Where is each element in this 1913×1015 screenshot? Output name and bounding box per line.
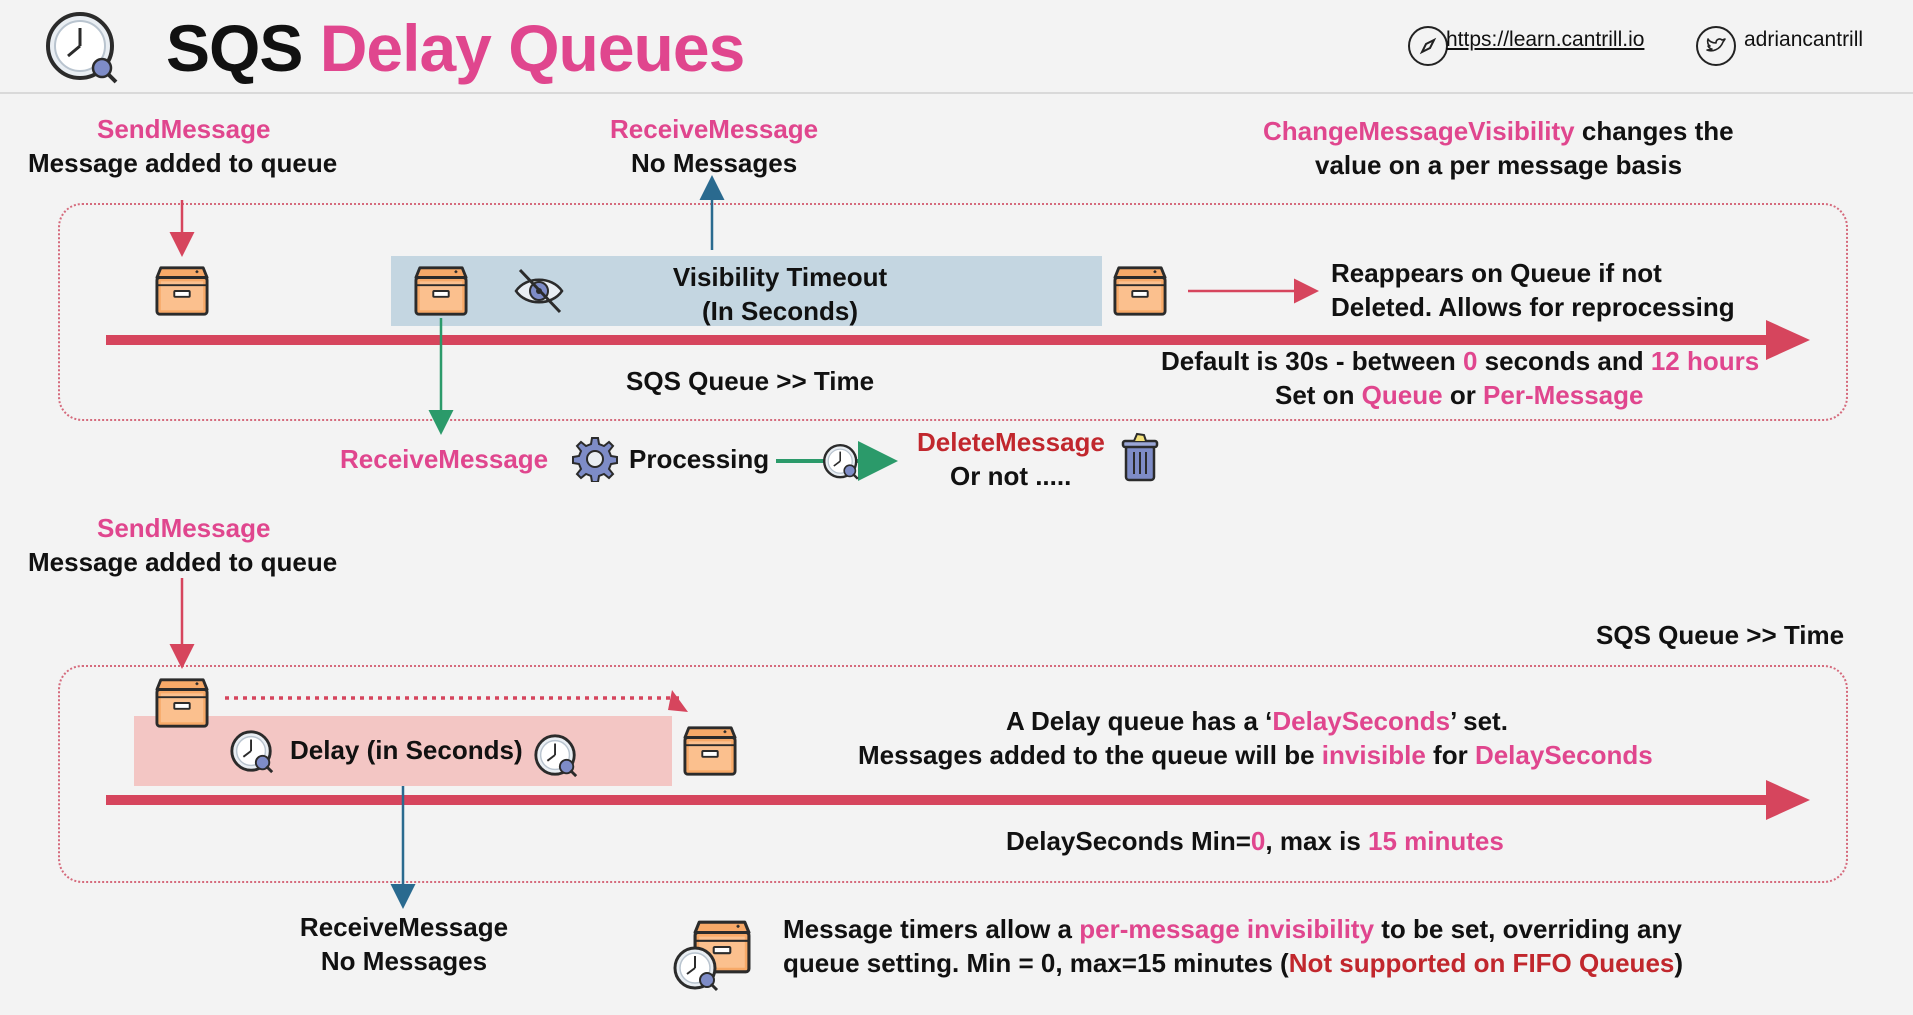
set-on-note: Set on Queue or Per-Message	[1275, 380, 1643, 411]
delete-or-not-label: Or not .....	[950, 461, 1072, 491]
send-message-desc-top: Message added to queue	[28, 148, 338, 178]
delete-message-action: DeleteMessage	[917, 427, 1105, 457]
timer-a: Message timers allow a	[783, 914, 1080, 944]
set-b: Queue	[1361, 380, 1443, 410]
set-a: Set on	[1275, 380, 1362, 410]
desc1-a: A Delay queue has a ‘	[1006, 706, 1273, 736]
receive-message-action-2: ReceiveMessage	[340, 444, 549, 474]
clock-logo-icon	[46, 12, 118, 84]
desc1-c: ’ set.	[1450, 706, 1508, 736]
default-visibility-note: Default is 30s - between 0 seconds and 1…	[1161, 346, 1759, 377]
title-main: SQS	[166, 11, 303, 85]
processing-label: Processing	[629, 444, 770, 474]
hidden-eye-icon	[514, 268, 564, 314]
delay-box	[134, 716, 672, 786]
visibility-timeout-line2: (In Seconds)	[701, 296, 858, 326]
delay-queue-panel	[58, 665, 1848, 883]
default-d: 12 hours	[1650, 346, 1760, 376]
receive-message-desc-top: No Messages	[631, 148, 798, 178]
send-message-action-bottom: SendMessage	[97, 513, 271, 543]
message-timer-line-1: Message timers allow a per-message invis…	[783, 914, 1682, 945]
default-b: 0	[1462, 346, 1478, 376]
stopwatch-icon	[671, 944, 721, 994]
page-title: SQS Delay Queues	[166, 10, 746, 86]
reappears-line-1: Reappears on Queue if not	[1331, 258, 1662, 288]
receive-message-desc-bottom: No Messages	[320, 946, 488, 976]
visibility-timeout-line1: Visibility Timeout	[672, 262, 888, 292]
delay-label: Delay (in Seconds)	[290, 735, 523, 765]
compass-icon	[1408, 26, 1448, 66]
change-visibility-action: ChangeMessageVisibility	[1263, 116, 1575, 146]
change-visibility-desc-1: changes the	[1574, 116, 1734, 146]
message-timer-line-2: queue setting. Min = 0, max=15 minutes (…	[783, 948, 1683, 979]
send-message-action-top: SendMessage	[97, 114, 271, 144]
header-bar: SQS Delay Queues https://learn.cantrill.…	[0, 0, 1913, 94]
set-c: or	[1442, 380, 1484, 410]
desc2-d: DelaySeconds	[1474, 740, 1653, 770]
delay-range-note: DelaySeconds Min=0, max is 15 minutes	[1006, 826, 1504, 857]
visibility-timeout-label: Visibility Timeout (In Seconds)	[640, 260, 920, 328]
send-message-desc-bottom: Message added to queue	[28, 547, 338, 577]
delay-dotted-arrow-head	[668, 690, 688, 712]
range-a: DelaySeconds Min=	[1006, 826, 1251, 856]
trash-can-icon	[1121, 432, 1159, 482]
timer-d: queue setting. Min = 0, max=15 minutes (	[783, 948, 1289, 978]
timer-e: Not supported on FIFO Queues	[1288, 948, 1675, 978]
change-visibility-desc-2: value on a per message basis	[1315, 150, 1683, 180]
queue-time-label-bottom: SQS Queue >> Time	[1596, 620, 1845, 650]
desc2-b: invisible	[1321, 740, 1426, 770]
queue-time-label-top: SQS Queue >> Time	[626, 366, 875, 396]
site-link[interactable]: https://learn.cantrill.io	[1446, 28, 1645, 51]
delay-desc-2: Messages added to the queue will be invi…	[858, 740, 1653, 771]
desc2-a: Messages added to the queue will be	[858, 740, 1322, 770]
range-b: 0	[1250, 826, 1266, 856]
delay-desc-1: A Delay queue has a ‘DelaySeconds’ set.	[1006, 706, 1508, 737]
twitter-icon	[1696, 26, 1736, 66]
visibility-timeout-panel	[58, 203, 1848, 421]
visibility-timeout-box	[391, 256, 1102, 326]
set-d: Per-Message	[1483, 380, 1644, 410]
range-d: 15 minutes	[1368, 826, 1504, 856]
range-c: , max is	[1265, 826, 1369, 856]
desc2-c: for	[1425, 740, 1475, 770]
receive-message-action-top: ReceiveMessage	[610, 114, 819, 144]
change-visibility-note: ChangeMessageVisibility changes the	[1263, 116, 1734, 147]
timer-f: )	[1674, 948, 1684, 978]
gear-icon	[572, 437, 618, 482]
reappears-line-2: Deleted. Allows for reprocessing	[1331, 292, 1735, 322]
title-accent: Delay Queues	[319, 11, 746, 85]
twitter-handle[interactable]: adriancantrill	[1744, 28, 1864, 51]
timer-b: per-message invisibility	[1079, 914, 1375, 944]
timeline-bottom-head	[1766, 780, 1810, 820]
default-c: seconds and	[1477, 346, 1651, 376]
desc1-b: DelaySeconds	[1272, 706, 1451, 736]
default-a: Default is 30s - between	[1161, 346, 1463, 376]
timer-c: to be set, overriding any	[1374, 914, 1682, 944]
timeline-top-head	[1766, 320, 1810, 360]
receive-message-action-bottom: ReceiveMessage	[299, 912, 509, 942]
